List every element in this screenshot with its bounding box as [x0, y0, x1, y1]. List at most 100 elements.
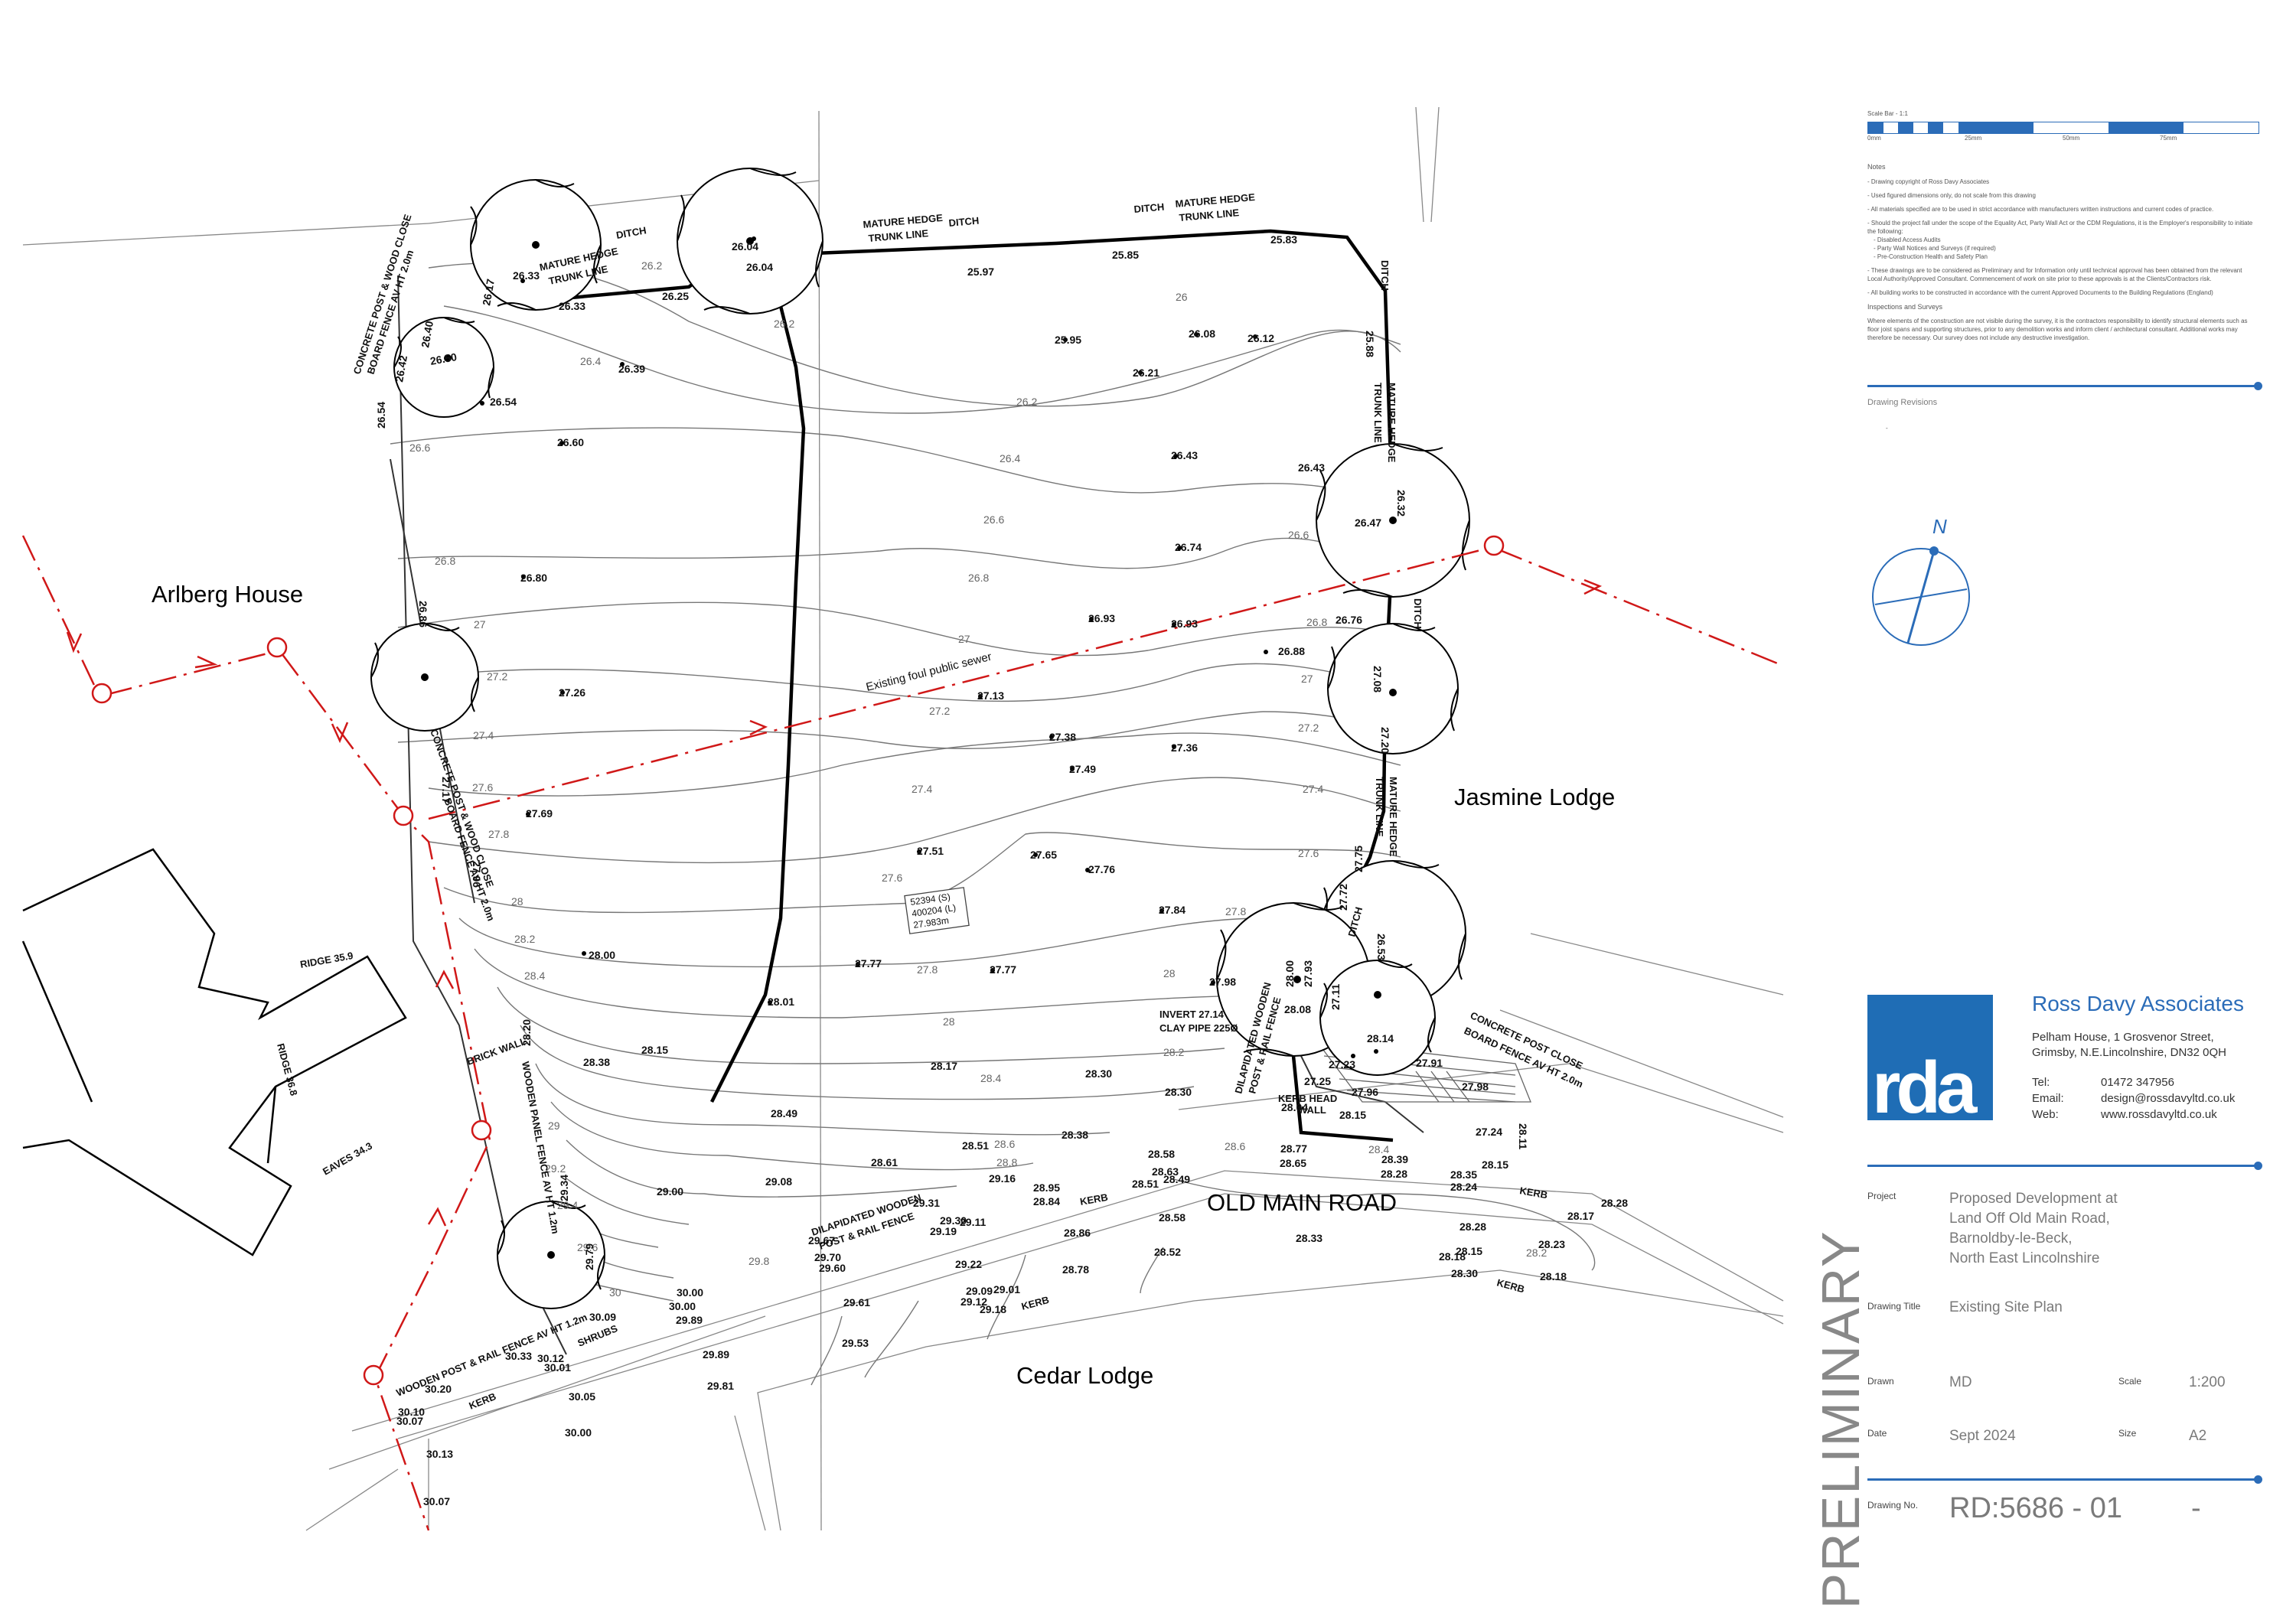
tree-centres	[421, 237, 1397, 1259]
svg-text:28.08: 28.08	[1284, 1003, 1311, 1015]
foul-sewer-lines	[21, 535, 1784, 1531]
svg-text:26.33: 26.33	[513, 269, 540, 282]
scale-bar-title: Scale Bar - 1:1	[1867, 110, 1908, 117]
svg-text:KERB: KERB	[1020, 1294, 1050, 1312]
svg-text:28.01: 28.01	[768, 996, 794, 1008]
svg-text:29.01: 29.01	[993, 1283, 1020, 1295]
svg-text:27.72: 27.72	[1337, 884, 1349, 911]
svg-text:DITCH: DITCH	[948, 215, 980, 229]
svg-text:WALL: WALL	[1298, 1104, 1326, 1116]
svg-text:28.77: 28.77	[1280, 1142, 1307, 1155]
svg-text:28.38: 28.38	[583, 1056, 610, 1068]
company-email[interactable]: design@rossdavyltd.co.uk	[2101, 1092, 2236, 1105]
notes-title: Notes	[1867, 163, 1886, 171]
svg-text:30.00: 30.00	[677, 1286, 703, 1299]
project-label: Project	[1867, 1191, 1896, 1201]
svg-text:MATURE HEDGE: MATURE HEDGE	[1388, 777, 1399, 857]
svg-text:25.95: 25.95	[1055, 334, 1081, 346]
svg-text:RIDGE 36.8: RIDGE 36.8	[275, 1042, 300, 1097]
svg-text:28.30: 28.30	[1165, 1086, 1192, 1098]
svg-text:TRUNK LINE: TRUNK LINE	[1372, 383, 1384, 443]
svg-text:KERB HEAD: KERB HEAD	[1278, 1093, 1337, 1104]
svg-text:27.4: 27.4	[912, 783, 932, 795]
svg-text:27.75: 27.75	[1352, 846, 1365, 872]
svg-text:25.83: 25.83	[1270, 233, 1297, 246]
svg-text:27.6: 27.6	[472, 781, 493, 794]
divider	[1867, 1475, 2262, 1484]
drawn-value: MD	[1949, 1374, 1972, 1390]
svg-text:29.34: 29.34	[558, 1175, 570, 1201]
svg-text:26.47: 26.47	[1355, 517, 1381, 529]
svg-text:MATURE HEDGE: MATURE HEDGE	[863, 212, 944, 230]
svg-text:29.70: 29.70	[814, 1251, 841, 1263]
svg-text:29.08: 29.08	[765, 1175, 792, 1188]
svg-text:26.40: 26.40	[419, 320, 435, 348]
drawing-title: Existing Site Plan	[1949, 1299, 2063, 1315]
svg-text:27.24: 27.24	[1476, 1126, 1502, 1138]
sewer-manholes	[91, 535, 1505, 1386]
svg-text:29.6: 29.6	[577, 1241, 598, 1253]
svg-text:28.28: 28.28	[1601, 1197, 1628, 1209]
svg-text:INVERT 27.14: INVERT 27.14	[1159, 1009, 1225, 1020]
note: - All materials specified are to be used…	[1867, 206, 2214, 213]
note: - Drawing copyright of Ross Davy Associa…	[1867, 178, 1990, 185]
svg-text:28.52: 28.52	[1154, 1246, 1181, 1258]
svg-text:30.07: 30.07	[423, 1495, 450, 1507]
svg-text:28.65: 28.65	[1280, 1157, 1306, 1169]
svg-text:28.20: 28.20	[520, 1019, 533, 1046]
svg-text:29.19: 29.19	[930, 1225, 957, 1237]
svg-text:28.58: 28.58	[1159, 1211, 1186, 1224]
svg-text:26: 26	[1176, 291, 1188, 303]
svg-text:28.17: 28.17	[1567, 1210, 1594, 1222]
divider	[1867, 382, 2262, 390]
svg-text:28.15: 28.15	[1339, 1109, 1366, 1121]
project-text: Proposed Development at Land Off Old Mai…	[1949, 1191, 2118, 1266]
svg-text:28.58: 28.58	[1148, 1148, 1175, 1160]
svg-text:26.17: 26.17	[480, 278, 497, 306]
svg-text:28.28: 28.28	[1459, 1221, 1486, 1233]
svg-text:27.51: 27.51	[917, 845, 944, 857]
svg-text:26.04: 26.04	[746, 261, 773, 273]
note: - These drawings are to be considered as…	[1867, 267, 2242, 282]
svg-text:30.12: 30.12	[537, 1352, 564, 1364]
company-tel: 01472 347956	[2101, 1076, 2174, 1089]
svg-text:30.09: 30.09	[589, 1311, 616, 1323]
scale-bar: Scale Bar - 1:1 0mm 25mm 50mm 75mm	[1867, 109, 2259, 143]
svg-text:29.11: 29.11	[960, 1216, 986, 1228]
svg-text:27.2: 27.2	[1298, 722, 1319, 734]
svg-text:26.43: 26.43	[1171, 449, 1198, 461]
company-name: Ross Davy Associates	[2032, 992, 2244, 1015]
boundary-spot-levels: 26.54 26.86 27.17 27.96 28.20 29.34 29.7…	[375, 278, 1529, 1270]
svg-text:28.30: 28.30	[1085, 1067, 1112, 1080]
svg-text:28.15: 28.15	[641, 1044, 668, 1056]
contour-labels: 26.2 26 26.2 26.4 26.2 26.6 26.4 26.6 26…	[409, 259, 1547, 1299]
svg-text:26.8: 26.8	[435, 555, 455, 567]
svg-text:27.8: 27.8	[917, 963, 938, 976]
svg-text:27.65: 27.65	[1030, 849, 1057, 861]
svg-text:CONCRETE POST & WOOD CLOSE: CONCRETE POST & WOOD CLOSE	[428, 728, 496, 889]
svg-text:27.4: 27.4	[473, 729, 494, 741]
svg-text:26.74: 26.74	[1175, 541, 1202, 553]
svg-text:26.32: 26.32	[1395, 490, 1407, 517]
company-web[interactable]: www.rossdavyltd.co.uk	[2101, 1108, 2217, 1121]
svg-text:29.53: 29.53	[842, 1337, 869, 1349]
north-arrow: N	[1867, 513, 1975, 650]
svg-text:26.54: 26.54	[490, 396, 517, 408]
svg-text:27.93: 27.93	[1302, 960, 1314, 987]
svg-text:25.97: 25.97	[967, 266, 994, 278]
svg-text:28.51: 28.51	[962, 1139, 989, 1152]
drawing-no: RD:5686 - 01	[1949, 1492, 2123, 1524]
svg-text:27.8: 27.8	[1225, 905, 1246, 917]
svg-text:27.6: 27.6	[882, 872, 902, 884]
svg-text:27.983m: 27.983m	[912, 915, 949, 930]
svg-text:26.04: 26.04	[732, 240, 758, 253]
svg-text:28.24: 28.24	[1450, 1181, 1477, 1193]
scale-tick: 25mm	[1965, 135, 1982, 142]
size-value: A2	[2189, 1428, 2207, 1444]
scale-value: 1:200	[2189, 1374, 2226, 1390]
svg-text:27.77: 27.77	[855, 957, 882, 970]
svg-text:26.33: 26.33	[559, 300, 585, 312]
svg-text:TRUNK LINE: TRUNK LINE	[868, 227, 929, 244]
svg-text:27.76: 27.76	[1088, 863, 1115, 875]
